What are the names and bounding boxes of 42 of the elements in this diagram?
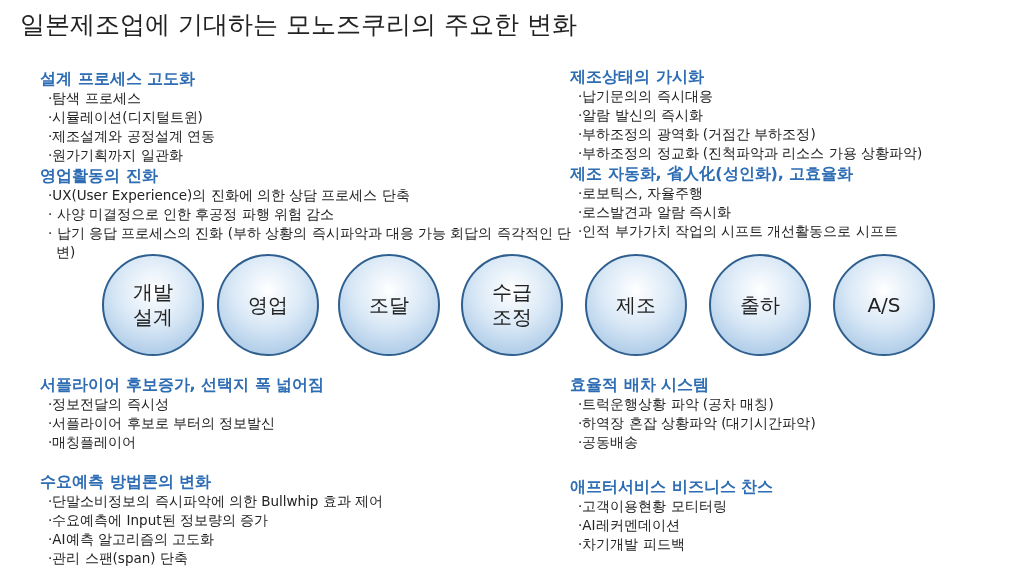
bullet-item: ·수요예측에 Input된 정보량의 증가 [47, 511, 270, 530]
process-circle: 출하 [709, 254, 811, 356]
section-heading: 수요예측 방법론의 변화 [40, 471, 212, 492]
bullet-item: ·AI예측 알고리즘의 고도화 [47, 530, 216, 549]
bullet-item: ·정보전달의 즉시성 [47, 395, 170, 414]
bullet-item: ·로스발견과 알람 즉시화 [577, 203, 732, 222]
section-heading: 제조 자동화, 省人化(성인화), 고효율화 [570, 163, 854, 184]
bullet-item: ·AI레커멘데이션 [577, 516, 681, 535]
process-circle: 제조 [585, 254, 687, 356]
section-heading: 영업활동의 진화 [40, 165, 158, 186]
bullet-item: ·인적 부가가치 작업의 시프트 개선활동으로 시프트 [577, 222, 899, 241]
section-heading: 제조상태의 가시화 [570, 66, 704, 87]
bullet-item: ·로보틱스, 자율주행 [577, 184, 704, 203]
bullet-item: ·시뮬레이션(디지털트윈) [47, 108, 204, 127]
title: 일본제조업에 기대하는 모노즈쿠리의 주요한 변화 [20, 9, 577, 41]
bullet-item: ·관리 스팬(span) 단축 [47, 549, 189, 568]
section-heading: 애프터서비스 비즈니스 찬스 [570, 476, 774, 497]
bullet-item: ·UX(User Experience)의 진화에 의한 상담 프로세스 단축 [47, 186, 411, 205]
bullet-item: ·공동배송 [577, 433, 640, 452]
process-circle: 조달 [338, 254, 440, 356]
bullet-item: ·부하조정의 정교화 (진척파악과 리소스 가용 상황파악) [577, 144, 924, 163]
bullet-item: ·매칭플레이어 [47, 433, 138, 452]
bullet-item: ·부하조정의 광역화 (거점간 부하조정) [577, 125, 817, 144]
bullet-item: · 사양 미결정으로 인한 후공정 파행 위험 감소 [47, 205, 336, 224]
bullet-item: ·서플라이어 후보로 부터의 정보발신 [47, 414, 277, 433]
process-circle: 개발 설계 [102, 254, 204, 356]
bullet-item: ·단말소비정보의 즉시파악에 의한 Bullwhip 효과 제어 [47, 492, 384, 511]
bullet-item: ·원가기획까지 일관화 [47, 146, 184, 165]
section-heading: 효율적 배차 시스템 [570, 374, 710, 395]
section-heading: 서플라이어 후보증가, 선택지 폭 넓어짐 [40, 374, 325, 395]
bullet-item: ·탐색 프로세스 [47, 89, 142, 108]
process-circle: A/S [833, 254, 935, 356]
process-circle: 수급 조정 [461, 254, 563, 356]
bullet-item: ·차기개발 피드백 [577, 535, 686, 554]
bullet-item: ·트럭운행상황 파악 (공차 매칭) [577, 395, 775, 414]
bullet-item: ·알람 발신의 즉시화 [577, 106, 704, 125]
bullet-item: ·고객이용현황 모티터링 [577, 497, 728, 516]
process-circle: 영업 [217, 254, 319, 356]
bullet-item: ·납기문의의 즉시대응 [577, 87, 714, 106]
bullet-item: ·하역장 혼잡 상황파악 (대기시간파악) [577, 414, 817, 433]
section-heading: 설계 프로세스 고도화 [40, 68, 196, 89]
bullet-item: ·제조설계와 공정설계 연동 [47, 127, 216, 146]
